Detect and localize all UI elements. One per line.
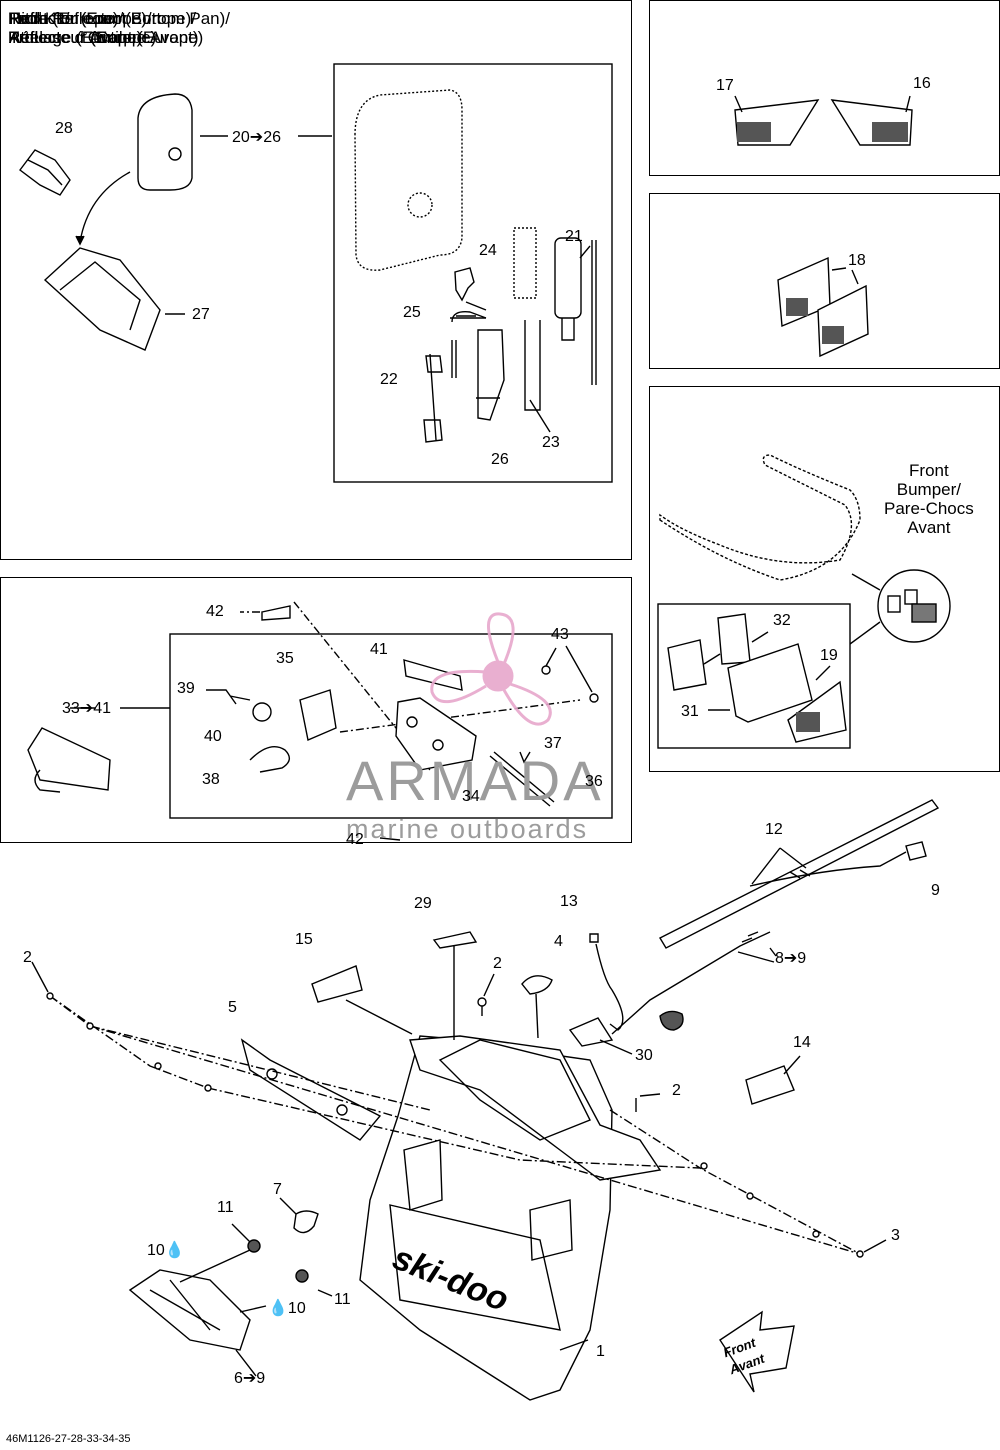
- label-12: 12: [765, 821, 783, 838]
- label-10-left: 10💧: [147, 1242, 185, 1260]
- label-43: 43: [551, 626, 569, 643]
- label-13: 13: [560, 893, 578, 910]
- front-arrow-label: Front Avant: [721, 1334, 767, 1378]
- reflector-europe-panel: [649, 193, 1000, 369]
- front-bumper-note: Front Bumper/ Pare-Chocs Avant: [884, 461, 974, 537]
- front-reflector-europe-title: Front Reflector (Europe)/ Réflecteur Ava…: [8, 9, 204, 47]
- label-2-left: 2: [23, 949, 32, 966]
- label-5: 5: [228, 999, 237, 1016]
- watermark-subtitle: marine outboards: [346, 814, 589, 844]
- label-20-26: 20➔26: [232, 129, 281, 146]
- label-10-left-text: 10: [147, 1242, 165, 1259]
- label-9: 9: [931, 882, 940, 899]
- label-36: 36: [585, 773, 603, 790]
- label-6-9: 6➔9: [234, 1370, 266, 1387]
- label-10-right-text: 10: [287, 1300, 306, 1317]
- reflector-front-bottom-pan-title: Reflector (Front Bottom Pan)/ Réflecteur…: [8, 9, 231, 47]
- ski-doo-logo: ski-doo: [387, 1238, 514, 1320]
- reflector-front-bottom-pan-panel: [649, 0, 1000, 176]
- label-37: 37: [544, 735, 562, 752]
- label-4: 4: [554, 933, 563, 950]
- label-11-top: 11: [217, 1199, 234, 1216]
- label-35: 35: [276, 650, 294, 667]
- label-34: 34: [462, 788, 480, 805]
- oil-drop-icon: 💧: [164, 1242, 185, 1259]
- label-29: 29: [414, 895, 432, 912]
- tool-kit-panel: [0, 0, 632, 560]
- label-16: 16: [913, 75, 931, 92]
- label-3: 3: [891, 1227, 900, 1244]
- label-26: 26: [491, 451, 509, 468]
- label-41: 41: [370, 641, 388, 658]
- front-reflector-europe-panel: [649, 386, 1000, 772]
- drawing-code: 46M1126-27-28-33-34-35: [6, 1433, 131, 1445]
- label-30: 30: [635, 1047, 653, 1064]
- label-14: 14: [793, 1034, 811, 1051]
- label-33-41: 33➔41: [62, 700, 111, 717]
- label-24: 24: [479, 242, 497, 259]
- label-2-right: 2: [672, 1082, 681, 1099]
- label-11-bottom: 11: [334, 1291, 351, 1308]
- watermark-title: ARMADA: [346, 749, 604, 812]
- tool-kit-title: Tool Kit/ Trousse d’Outils: [9, 9, 132, 47]
- oil-drop-icon: 💧: [268, 1300, 288, 1317]
- label-42-top: 42: [206, 603, 224, 620]
- label-7: 7: [273, 1181, 282, 1198]
- label-10-right: 💧10: [268, 1300, 306, 1318]
- label-19: 19: [820, 647, 838, 664]
- label-42-bottom: 42: [346, 831, 364, 848]
- label-15: 15: [295, 931, 313, 948]
- label-22: 22: [380, 371, 398, 388]
- label-1: 1: [596, 1343, 605, 1360]
- label-32: 32: [773, 612, 791, 629]
- label-2-center: 2: [493, 955, 502, 972]
- reflector-europe-title: Reflector (Europe)/ Réflecteur (Europe): [8, 9, 157, 47]
- hitch-europe-title: Hitch (Europe)/ Attelage (Europe): [9, 9, 143, 47]
- label-28: 28: [55, 120, 73, 137]
- label-40: 40: [204, 728, 222, 745]
- label-39: 39: [177, 680, 195, 697]
- label-27: 27: [192, 306, 210, 323]
- label-23: 23: [542, 434, 560, 451]
- label-31: 31: [681, 703, 699, 720]
- label-38: 38: [202, 771, 220, 788]
- label-8-9: 8➔9: [775, 950, 807, 967]
- label-17: 17: [716, 77, 734, 94]
- label-25: 25: [403, 304, 421, 321]
- label-18: 18: [848, 252, 866, 269]
- label-21: 21: [565, 228, 583, 245]
